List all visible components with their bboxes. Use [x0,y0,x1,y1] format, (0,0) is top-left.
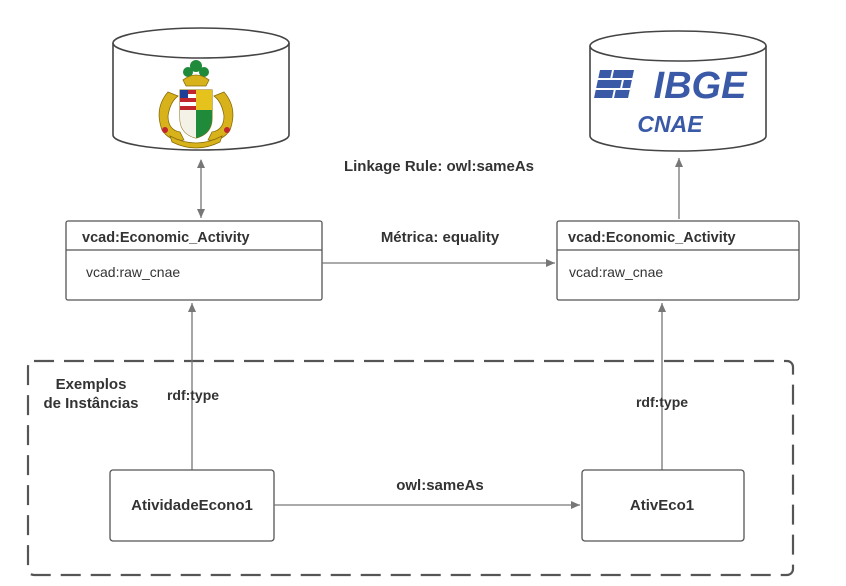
rdf-type-right-label: rdf:type [636,394,688,410]
left-instance-box[interactable]: AtividadeEcono1 [109,469,275,542]
right-instance-box[interactable]: AtivEco1 [581,469,745,542]
examples-label-line2: de Instâncias [43,395,138,412]
maranhao-seal-icon [158,60,234,149]
ibge-logo-icon: IBGE CNAE [594,65,748,137]
examples-label-line1: Exemplos [56,376,127,393]
right-class-box[interactable]: vcad:Economic_Activity vcad:raw_cnae [556,220,800,301]
right-instance-label: AtivEco1 [630,497,694,514]
examples-container [26,359,795,577]
rdf-type-left-label: rdf:type [167,387,219,403]
left-instance-label: AtividadeEcono1 [131,497,253,514]
left-class-box[interactable]: vcad:Economic_Activity vcad:raw_cnae [65,220,323,301]
left-class-attribute: vcad:raw_cnae [86,264,180,280]
instance-link-label: owl:sameAs [396,477,484,494]
left-class-title: vcad:Economic_Activity [82,230,250,246]
right-class-title: vcad:Economic_Activity [568,230,736,246]
ibge-cnae-text: CNAE [637,111,703,137]
metric-label: Métrica: equality [381,229,500,246]
right-database [589,30,767,152]
ibge-brand-text: IBGE [654,65,749,107]
right-class-attribute: vcad:raw_cnae [569,264,663,280]
linkage-rule-label: Linkage Rule: owl:sameAs [344,158,534,175]
